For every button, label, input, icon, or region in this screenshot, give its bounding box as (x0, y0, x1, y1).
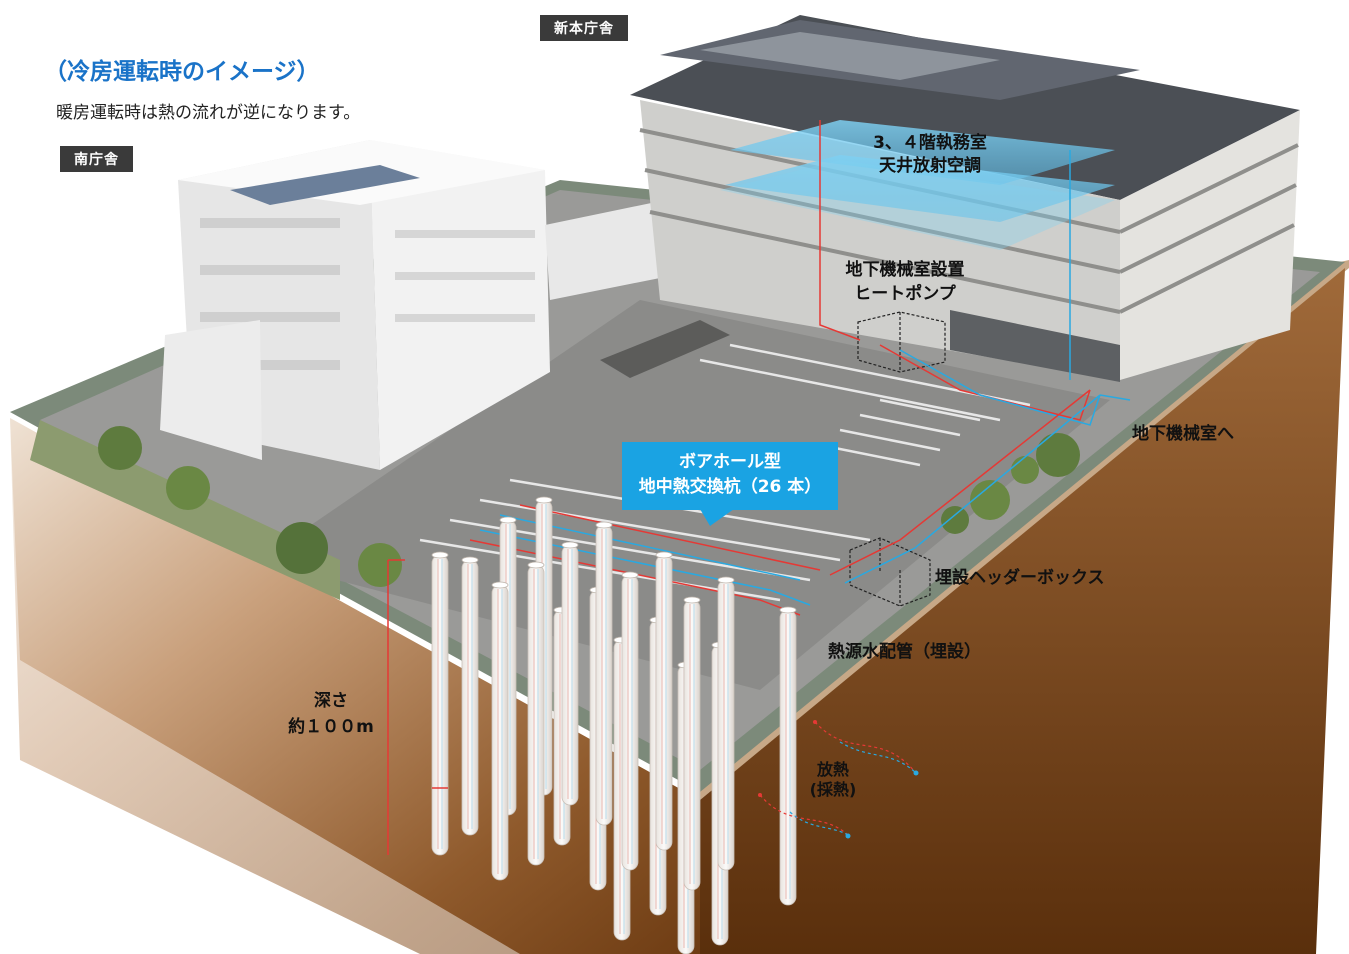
new-main-building-tag: 新本庁舎 (540, 15, 628, 41)
borehole-pile-top (461, 556, 479, 564)
radiant-ceiling-label-line1: 3、４階執務室 (873, 133, 987, 153)
borehole-pile (527, 564, 545, 866)
trees (98, 426, 1080, 587)
borehole-pile-top (535, 496, 553, 504)
borehole-pile (491, 584, 509, 881)
borehole-pile-top (499, 516, 517, 524)
borehole-pile (717, 579, 735, 871)
borehole-pile (683, 599, 701, 891)
borehole-pile-top (621, 571, 639, 579)
heat-pump-label-line1: 地下機械室設置 (845, 260, 965, 280)
borehole-pile-top (779, 606, 797, 614)
south-building-shape (160, 140, 700, 470)
borehole-pile (655, 554, 673, 851)
depth-label-line1: 深さ (314, 691, 348, 711)
depth-marker (387, 559, 405, 855)
heat-pump-label: 地下機械室設置 ヒートポンプ (820, 258, 990, 306)
source-pipe-label: 熱源水配管（埋設） (828, 642, 981, 662)
heat-pump-label-line2: ヒートポンプ (854, 284, 956, 304)
borehole-pile-top (527, 561, 545, 569)
header-box (849, 537, 931, 607)
borehole-pile (621, 574, 639, 871)
borehole-callout-line1: ボアホール型 (679, 452, 781, 472)
heat-flow-arrows (758, 720, 919, 839)
borehole-pile-top (431, 551, 449, 559)
heat-pump-box (857, 311, 946, 373)
depth-label-line2: 約１００m (288, 717, 374, 737)
borehole-pile (461, 559, 479, 836)
borehole-pile-top (561, 541, 579, 549)
borehole-pile (431, 554, 449, 856)
borehole-pile-top (595, 521, 613, 529)
borehole-pile-top (683, 596, 701, 604)
radiant-ceiling-label: 3、４階執務室 天井放射空調 (845, 132, 1015, 178)
borehole-callout-tail (700, 509, 734, 526)
page-subtitle: 暖房運転時は熱の流れが逆になります。 (56, 103, 361, 123)
radiant-ceiling-panel (720, 120, 1115, 250)
header-box-label: 埋設ヘッダーボックス (935, 568, 1105, 588)
borehole-callout: ボアホール型 地中熱交換杭（26 本） (622, 442, 838, 510)
heat-release-label-line2: (採熱) (809, 780, 857, 799)
depth-label: 深さ 約１００m (276, 688, 386, 740)
borehole-callout-line2: 地中熱交換杭（26 本） (638, 477, 822, 497)
borehole-pile-top (655, 551, 673, 559)
heat-release-label-line1: 放熱 (816, 760, 849, 779)
to-machine-room-label: 地下機械室へ (1132, 424, 1234, 444)
borehole-pile-top (491, 581, 509, 589)
borehole-piles (431, 496, 797, 954)
page-title: （冷房運転時のイメージ） (44, 59, 320, 85)
new-main-building-shape (630, 15, 1300, 382)
borehole-pile (561, 544, 579, 806)
borehole-pile (779, 609, 797, 906)
radiant-ceiling-label-line2: 天井放射空調 (879, 156, 981, 176)
heat-release-label: 放熱 (採熱) (793, 760, 873, 800)
borehole-pile (595, 524, 613, 826)
south-building-tag: 南庁舎 (60, 146, 133, 172)
borehole-pile-top (717, 576, 735, 584)
soil-block (10, 260, 1349, 954)
